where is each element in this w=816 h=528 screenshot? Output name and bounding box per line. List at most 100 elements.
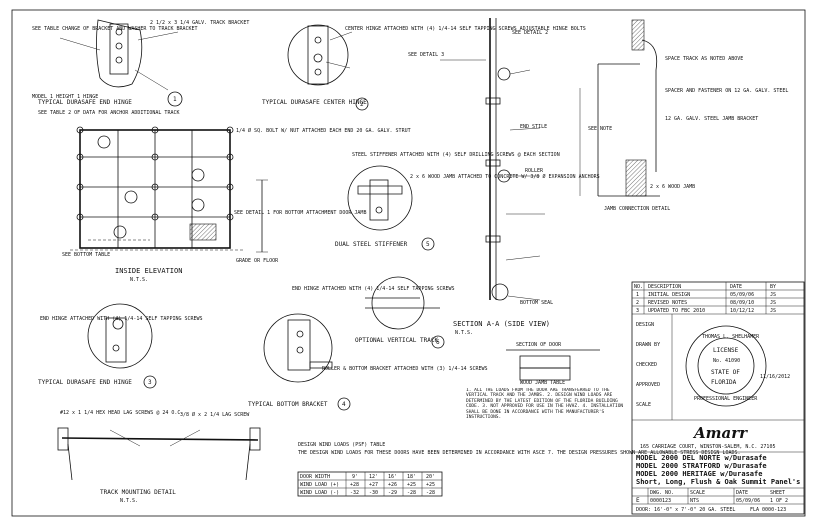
section-title: SECTION A-A (SIDE VIEW) [453,320,550,328]
inside-elevation: 1 SEE TABLE 2 OF DATA FOR ANCHOR ADDITIO… [38,91,411,283]
detail-number-3: 3 [148,379,152,386]
model-line-2: MODEL 2000 STRATFORD w/Durasafe [636,462,767,470]
track-mount-left-callout: #12 x 1 1/4 HEX HEAD LAG SCREWS @ 24 O.C… [60,410,183,416]
center-hinge-title: TYPICAL DURASAFE CENTER HINGE [262,99,367,106]
stamp-license: LICENSE [713,347,739,354]
center-hinge-detail: CENTER HINGE ATTACHED WITH (4) 1/4-14 SE… [262,24,586,111]
wind-row-0-label: WIND LOAD (+) [300,482,339,488]
wind-row-0-c1: +28 [350,482,359,488]
company-logo: Amarr [692,424,748,442]
title-block: NO. DESCRIPTION DATE BY 1 INITIAL DESIGN… [631,281,805,515]
wind-col-3: 16' [388,474,397,480]
rev-1-by: JS [770,292,776,298]
rev-3-desc: UPDATED TO FBC 2010 [648,308,705,314]
wind-load-table: DESIGN WIND LOADS (PSF) TABLE THE DESIGN… [297,442,741,497]
tb-label-1: SCALE [690,490,705,496]
detail-number-2: 2 [360,101,364,108]
section-callout-3: END STILE [520,124,547,130]
rev-head-3: BY [770,284,776,290]
bottom-callout: SEE DETAIL 1 FOR BOTTOM ATTACHMENT DOOR … [234,210,366,216]
model-line-1: MODEL 2000 DEL NORTE w/Durasafe [636,454,767,462]
detail-number-4: 4 [342,401,346,408]
section-scale: N.T.S. [455,330,473,336]
jamb-callout-3: 12 GA. GALV. STEEL JAMB BRACKET [665,116,758,122]
jamb-callout-1: SPACE TRACK AS NOTED ABOVE [665,56,743,62]
detail-bubble-2 [355,97,369,111]
thermal-title: SECTION OF DOOR [516,342,562,348]
section-callout-4: ROLLER [525,168,544,174]
rev-2-no: 2 [636,300,639,306]
label-approved: APPROVED [636,382,660,388]
rev-1-desc: INITIAL DESIGN [648,292,690,298]
engineer-stamp: THOMAS L. SHELHAMER LICENSE No. 41090 ST… [685,325,790,407]
end-hinge-callout: END HINGE ATTACHED WITH (4) 1/4-14 SELF … [40,316,203,322]
rear-hinge-callout: MODEL 1 HEIGHT 1 HINGE [32,94,98,100]
steel-stiffener-detail: STEEL STIFFENER ATTACHED WITH (4) SELF D… [335,152,600,251]
general-notes: 1. ALL THE LOADS FROM THE DOOR ARE TRANS… [466,388,623,420]
track-bracket-callout: 2 1/2 x 3 1/4 GALV. TRACK BRACKET [150,20,249,26]
rev-3-no: 3 [636,308,639,314]
rev-head-2: DATE [730,284,742,290]
top-left-callout-1: SEE TABLE CHANGE OF BRACKET AND WASHER T… [32,26,198,32]
label-checked: CHECKED [636,362,657,368]
vertical-track-detail: END HINGE ATTACHED WITH (4) 1/4-14 SELF … [292,276,455,349]
bottom-bracket-title: TYPICAL BOTTOM BRACKET [248,401,328,408]
rev-3-date: 10/12/12 [730,308,754,314]
tb-drawing-no: FLA 0000-123 [750,507,786,513]
wind-row-1-label: WIND LOAD (-) [300,490,339,496]
jamb-connection-title: JAMB CONNECTION DETAIL [604,206,670,212]
inside-elevation-title: INSIDE ELEVATION [115,267,182,275]
jamb-callout: 2 x 6 WOOD JAMB ATTACHED TO CONCRETE W/ … [410,173,600,180]
stiffener-title: DUAL STEEL STIFFENER [335,241,408,248]
bottom-bracket-callout: ROLLER & BOTTOM BRACKET ATTACHED WITH (3… [322,366,488,372]
label-scale: SCALE [636,402,651,408]
inside-elevation-scale: N.T.S. [130,277,148,283]
rev-1-date: 05/09/06 [730,292,754,298]
grade-callout: GRADE OR FLOOR [236,258,279,264]
rev-2-by: JS [770,300,776,306]
wind-col-5: 20' [426,474,435,480]
stamp-number: No. 41090 [713,358,740,364]
stiffener-callout: STEEL STIFFENER ATTACHED WITH (4) SELF D… [352,152,560,158]
wind-table-intro: THE DESIGN WIND LOADS FOR THESE DOORS HA… [298,450,741,456]
wind-row-1-c2: -30 [369,490,378,496]
section-callout-1: SEE DETAIL 2 [512,30,548,36]
strut-callout: 1/4 Ø SQ. BOLT W/ NUT ATTACHED EACH END … [236,127,411,134]
wind-row-1-c4: -28 [407,490,416,496]
label-drawn: DRAWN BY [636,342,660,348]
stamp-florida: FLORIDA [711,379,737,386]
end-hinge-title: TYPICAL DURASAFE END HINGE [38,379,132,386]
rev-2-date: 08/09/10 [730,300,754,306]
jamb-callout-5: SEE NOTE [588,126,612,132]
tb-footer: DOOR: 16'-0" x 7'-0" 20 GA. STEEL [636,507,735,513]
tb-value-2: 05/09/06 [736,498,760,504]
stamp-date: 11/16/2012 [760,374,790,380]
section-callout-2: SEE DETAIL 3 [408,52,444,58]
detail-number-1: 1 [173,96,177,103]
stamp-state: STATE OF [711,369,740,376]
track-mounting-detail: #12 x 1 1/4 HEX HEAD LAG SCREWS @ 24 O.C… [57,410,261,504]
wind-row-0-c5: +25 [426,482,435,488]
jamb-callout-2: SPACER AND FASTENER ON 12 GA. GALV. STEE… [665,88,788,94]
wind-row-0-c4: +25 [407,482,416,488]
model-line-3: MODEL 2000 HERITAGE w/Durasafe [636,470,762,478]
jamb-table-title: WOOD JAMB TABLE [520,380,565,386]
tb-value-3: 1 OF 2 [770,498,788,504]
section-a-a: SEE DETAIL 2 SEE DETAIL 3 END STILE ROLL… [408,18,553,336]
wind-row-0-c2: +27 [369,482,378,488]
wind-col-1: 9' [352,474,358,480]
end-hinge-detail-bottom: END HINGE ATTACHED WITH (4) 1/4-14 SELF … [38,303,203,389]
stamp-pe: PROFESSIONAL ENGINEER [694,396,758,402]
track-mounting-title: TRACK MOUNTING DETAIL [100,489,176,496]
wind-row-1-c1: -32 [350,490,359,496]
track-note: SEE TABLE 2 OF DATA FOR ANCHOR ADDITIONA… [38,110,179,116]
end-hinge-detail-top: SEE TABLE CHANGE OF BRACKET AND WASHER T… [32,19,249,100]
track-mounting-scale: N.T.S. [120,498,138,504]
wind-row-1-c3: -29 [388,490,397,496]
rev-3-by: JS [770,308,776,314]
track-mount-right-callout: 3/8 Ø x 2 1/4 LAG SCREW [180,411,250,418]
model-line-4: Short, Long, Flush & Oak Summit Panel's [636,478,800,486]
wind-row-1-c5: -28 [426,490,435,496]
